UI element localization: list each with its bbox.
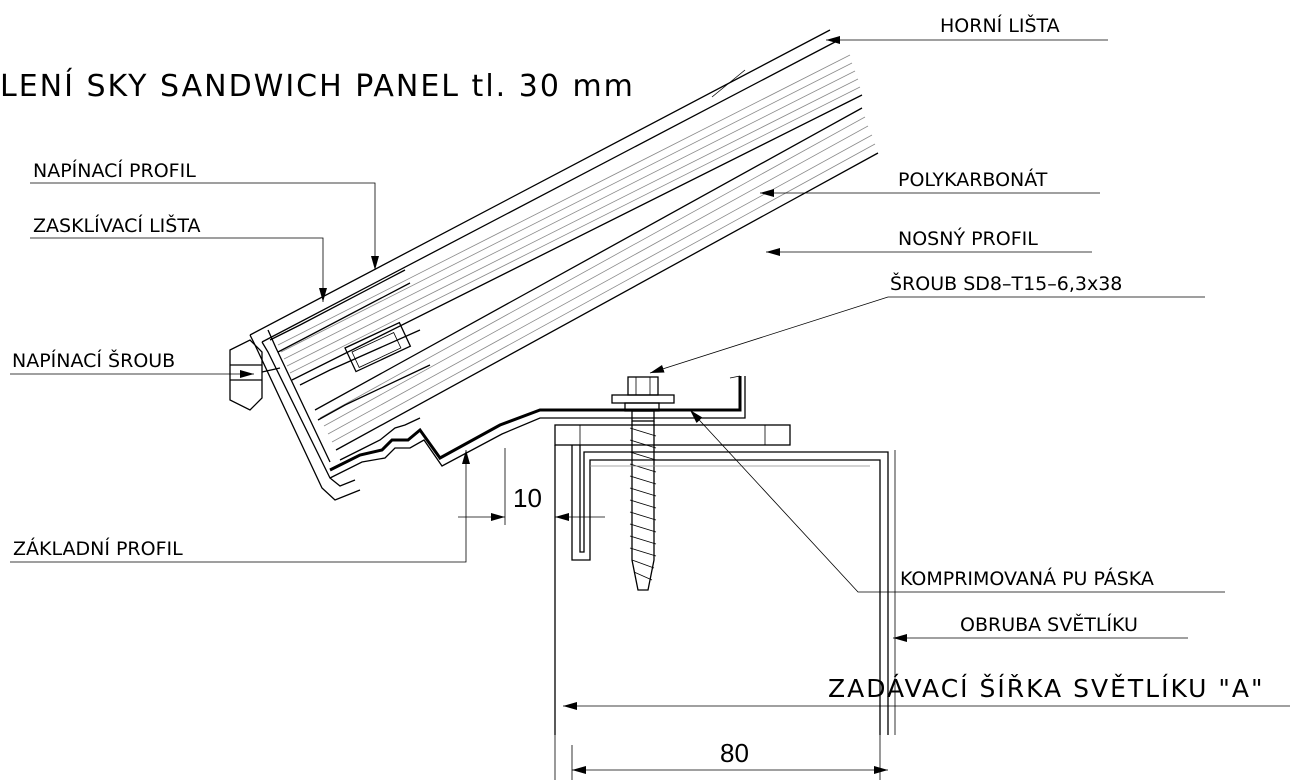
dimension-80-label: 80 [720,738,749,768]
label-nosny-profil: NOSNÝ PROFIL [898,227,1038,250]
dimension-10-label: 10 [513,483,542,513]
base-profile [329,375,746,479]
dimension-10: 10 [458,448,605,525]
label-napinaci-profil: NAPÍNACÍ PROFIL [33,159,196,182]
screw [611,376,675,591]
leader-lines [10,36,1225,642]
dimension-80: 80 [571,738,888,780]
pu-tape [554,424,791,446]
label-zakladni-profil: ZÁKLADNÍ PROFIL [13,537,183,560]
label-napinaci-sroub: NAPÍNACÍ ŠROUB [12,348,175,372]
dimension-width-a [554,700,1290,780]
label-sirka-svetliku: ZADÁVACÍ ŠÍŘKA SVĚTLÍKU "A" [828,673,1265,703]
label-zasklivaci-lista: ZASKLÍVACÍ LIŠTA [33,213,200,237]
drawing-title: LENÍ SKY SANDWICH PANEL tl. 30 mm [0,68,635,104]
tension-screw-head [229,339,281,411]
label-polykarbonat: POLYKARBONÁT [898,168,1048,191]
label-horni-lista: HORNÍ LIŠTA [940,13,1060,37]
sandwich-panel [249,29,879,451]
label-sroub: ŠROUB SD8–T15–6,3x38 [890,271,1122,295]
label-obruba: OBRUBA SVĚTLÍKU [960,613,1138,636]
label-pu-paska: KOMPRIMOVANÁ PU PÁSKA [900,567,1154,590]
